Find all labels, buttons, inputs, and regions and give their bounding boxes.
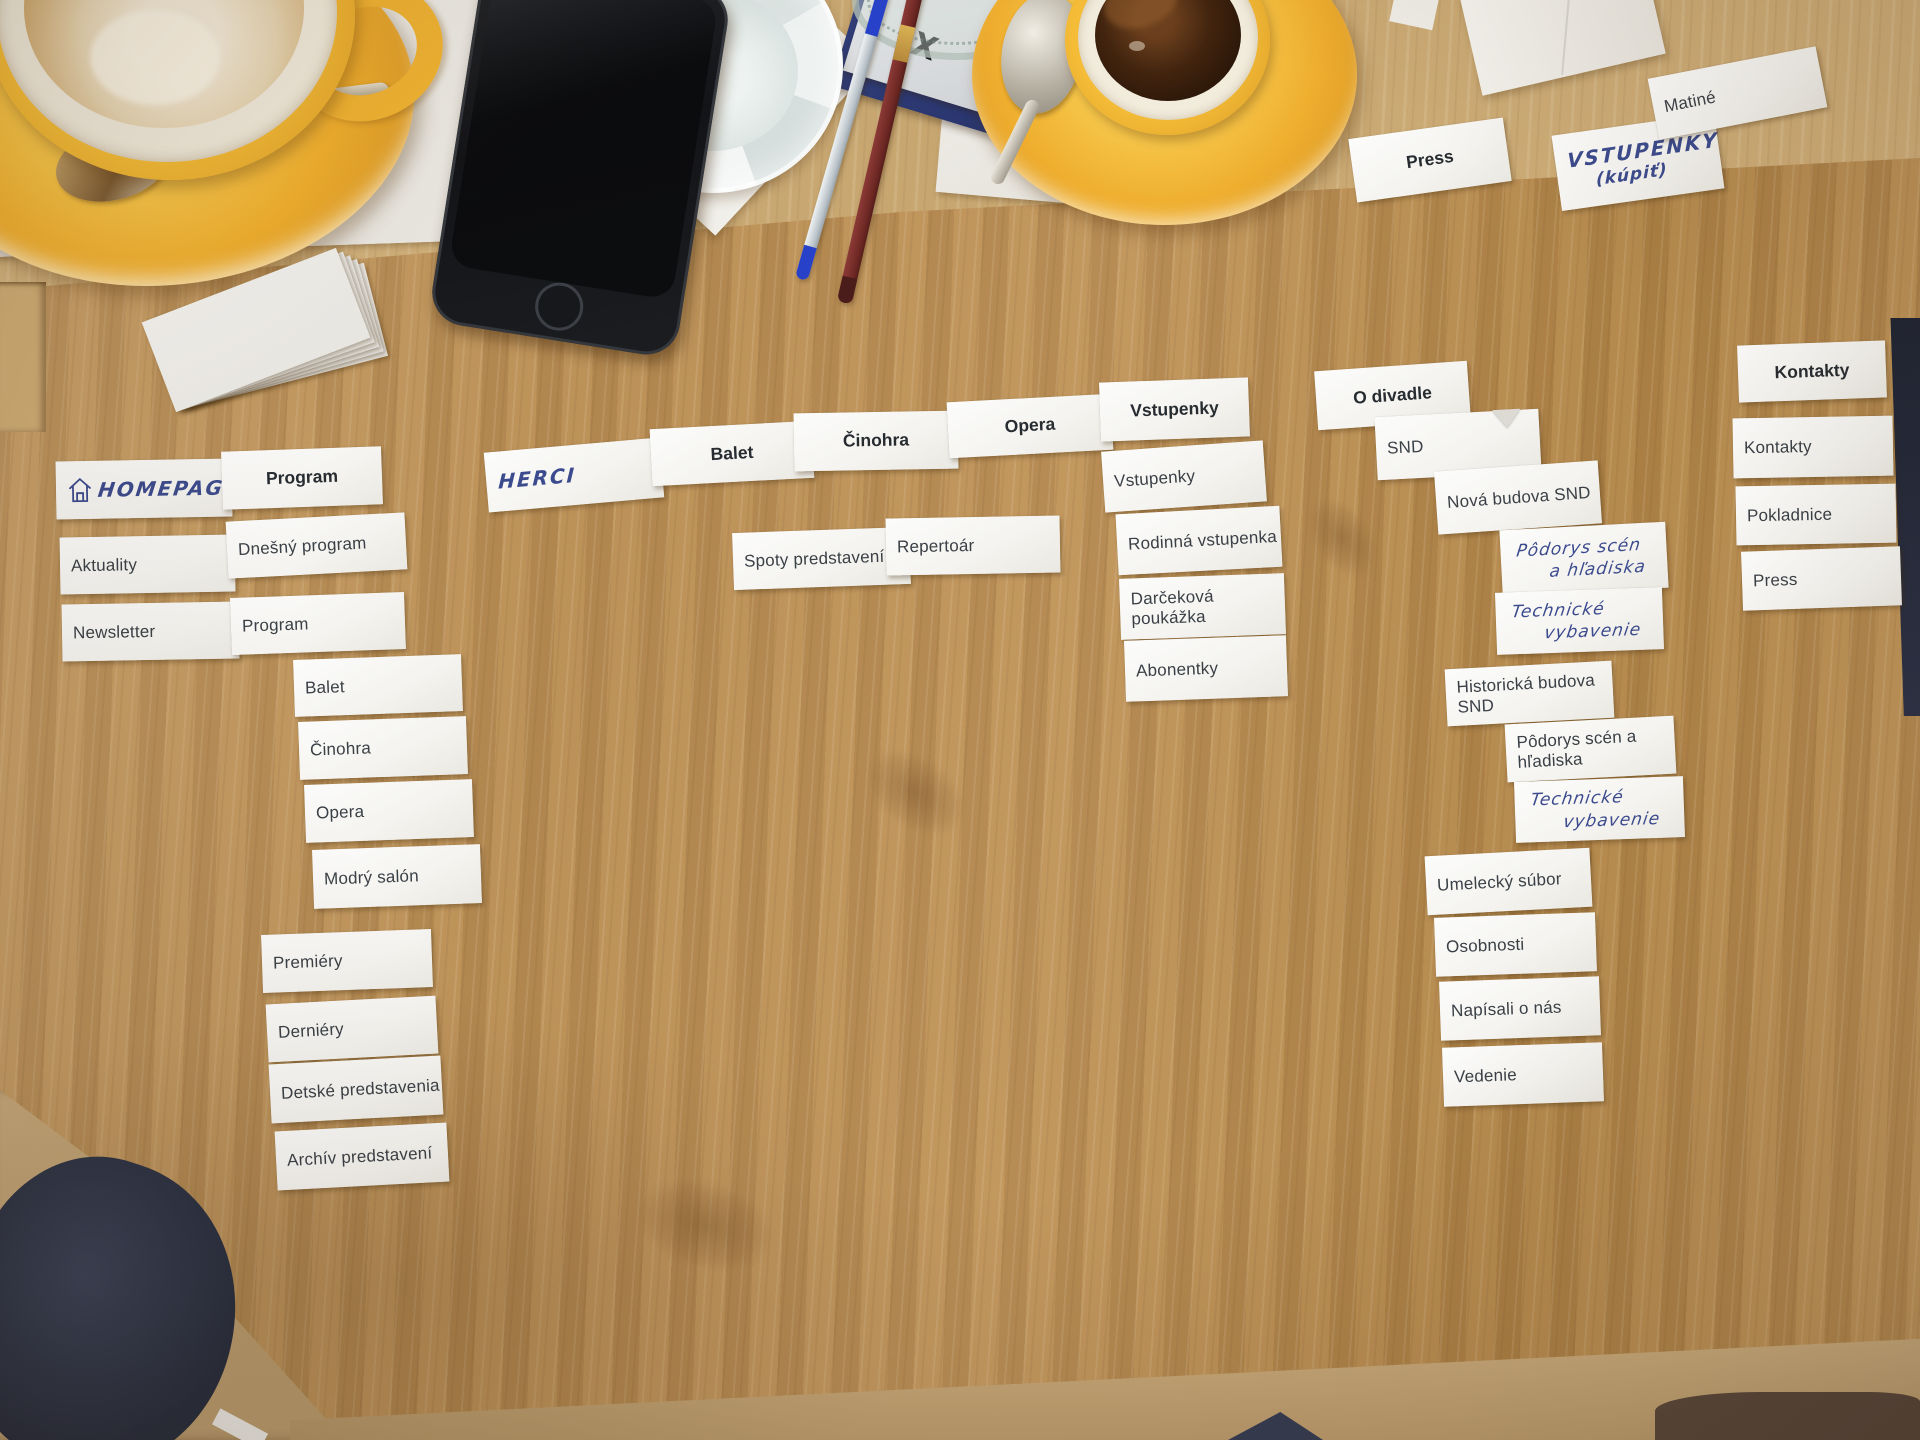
bench-edge [0, 282, 46, 432]
card-label: Archív predstavení [286, 1143, 433, 1170]
card-darcekova-poukazka[interactable]: Darčeková poukážka [1118, 573, 1287, 640]
card-kontakty[interactable]: Kontakty [1732, 415, 1894, 479]
card-label: Kontakty [1774, 359, 1850, 383]
card-label: Vstupenky [1129, 397, 1220, 421]
card-label: SND [1386, 436, 1425, 458]
card-label: Opera [1004, 414, 1056, 437]
card-podorys-scen-a-hladiska[interactable]: Pôdorys scén a hľadiska [1504, 715, 1677, 783]
card-vstupenky[interactable]: Vstupenky [1099, 377, 1250, 442]
card-vedenie[interactable]: Vedenie [1442, 1042, 1604, 1107]
espresso-coffee [1095, 0, 1241, 101]
dark-object-below-table [1655, 1392, 1920, 1440]
card-nova-budova-snd[interactable]: Nová budova SND [1434, 460, 1602, 535]
card-program[interactable]: Program [221, 446, 383, 510]
card-herci[interactable]: HERCI [483, 437, 665, 513]
card-label: Rodinná vstupenka [1127, 526, 1278, 554]
card-label: Dnešný program [237, 533, 367, 559]
card-label: Program [265, 466, 339, 489]
card-balet[interactable]: Balet [649, 420, 815, 487]
card-label: Osobnosti [1445, 934, 1525, 957]
card-label: Činohra [842, 429, 910, 451]
card-opera[interactable]: Opera [946, 393, 1114, 459]
card-cinohra[interactable]: Činohra [298, 716, 468, 780]
card-label: Press [1404, 146, 1455, 173]
card-cinohra[interactable]: Činohra [793, 410, 959, 472]
milk-foam-highlight [90, 10, 220, 105]
card-derniery[interactable]: Derniéry [265, 995, 439, 1063]
card-rodinna-vstupenka[interactable]: Rodinná vstupenka [1115, 505, 1283, 576]
card-program[interactable]: Program [230, 591, 406, 656]
card-press[interactable]: Press [1741, 546, 1902, 611]
card-label: Abonentky [1135, 658, 1219, 681]
card-label: vybavenie [1543, 619, 1643, 644]
card-label: Modrý salón [323, 865, 420, 889]
coffee-glint [1129, 41, 1145, 51]
card-label: Detské predstavenia [280, 1075, 441, 1103]
card-label: HERCI [497, 462, 577, 494]
card-press[interactable]: Press [1348, 117, 1512, 203]
card-label: Historická budova SND [1456, 670, 1596, 717]
card-osobnosti[interactable]: Osobnosti [1434, 912, 1597, 977]
card-label: Pokladnice [1746, 504, 1833, 525]
card-napisali-o-nas[interactable]: Napísali o nás [1439, 976, 1601, 1041]
house-doodle-icon [69, 478, 91, 503]
card-label: vybavenie [1562, 808, 1662, 832]
card-homepage[interactable]: HOMEPAGE [55, 458, 241, 520]
card-label: Premiéry [272, 951, 343, 973]
card-label: Program [241, 614, 309, 636]
card-aktuality[interactable]: Aktuality [59, 534, 236, 595]
card-historicka-budova-snd[interactable]: Historická budova SND [1444, 660, 1615, 727]
card-pokladnice[interactable]: Pokladnice [1735, 483, 1897, 546]
card-repertoar[interactable]: Repertoár [885, 515, 1061, 576]
card-umelecky-subor[interactable]: Umelecký súbor [1424, 847, 1593, 916]
card-label: Umelecký súbor [1436, 868, 1563, 895]
card-label: Kontakty [1743, 437, 1812, 458]
card-opera[interactable]: Opera [304, 779, 474, 843]
card-vstupenky[interactable]: Vstupenky [1101, 440, 1267, 513]
card-label: Balet [710, 441, 754, 464]
card-kontakty[interactable]: Kontakty [1737, 340, 1887, 403]
card-label: Aktuality [70, 554, 138, 576]
card-label: Darčeková poukážka [1130, 586, 1215, 628]
folded-corner [1492, 408, 1522, 429]
card-label: Newsletter [72, 621, 156, 643]
card-label: Press [1752, 569, 1798, 591]
card-label: Repertoár [896, 535, 975, 557]
card-label: Opera [315, 802, 365, 823]
card-dnesny-program[interactable]: Dnešný program [225, 512, 408, 579]
card-label: O divadle [1352, 382, 1433, 408]
card-modry-salon[interactable]: Modrý salón [312, 844, 482, 909]
card-label: Derniéry [277, 1019, 345, 1043]
card-label: HOMEPAGE [96, 474, 242, 502]
card-abonentky[interactable]: Abonentky [1123, 635, 1289, 702]
card-label: Vedenie [1453, 1064, 1518, 1087]
card-label: Vstupenky [1113, 465, 1196, 491]
card-archiv-predstaveni[interactable]: Archív predstavení [274, 1122, 450, 1191]
card-label: Balet [304, 676, 346, 698]
card-newsletter[interactable]: Newsletter [61, 601, 240, 662]
card-balet[interactable]: Balet [293, 654, 463, 717]
card-label: Napísali o nás [1450, 997, 1562, 1021]
card-detske-predstavenia[interactable]: Detské predstavenia [268, 1055, 444, 1124]
card-matine[interactable]: Matiné [1647, 46, 1828, 140]
card-label: Matiné [1662, 87, 1718, 117]
card-label: Pôdorys scén a hľadiska [1516, 727, 1637, 772]
card-label: Nová budova SND [1446, 482, 1592, 512]
card-spoty-predstaveni[interactable]: Spoty predstavení [732, 526, 911, 591]
card-premiery[interactable]: Premiéry [261, 929, 433, 993]
card-label: Činohra [309, 738, 372, 760]
